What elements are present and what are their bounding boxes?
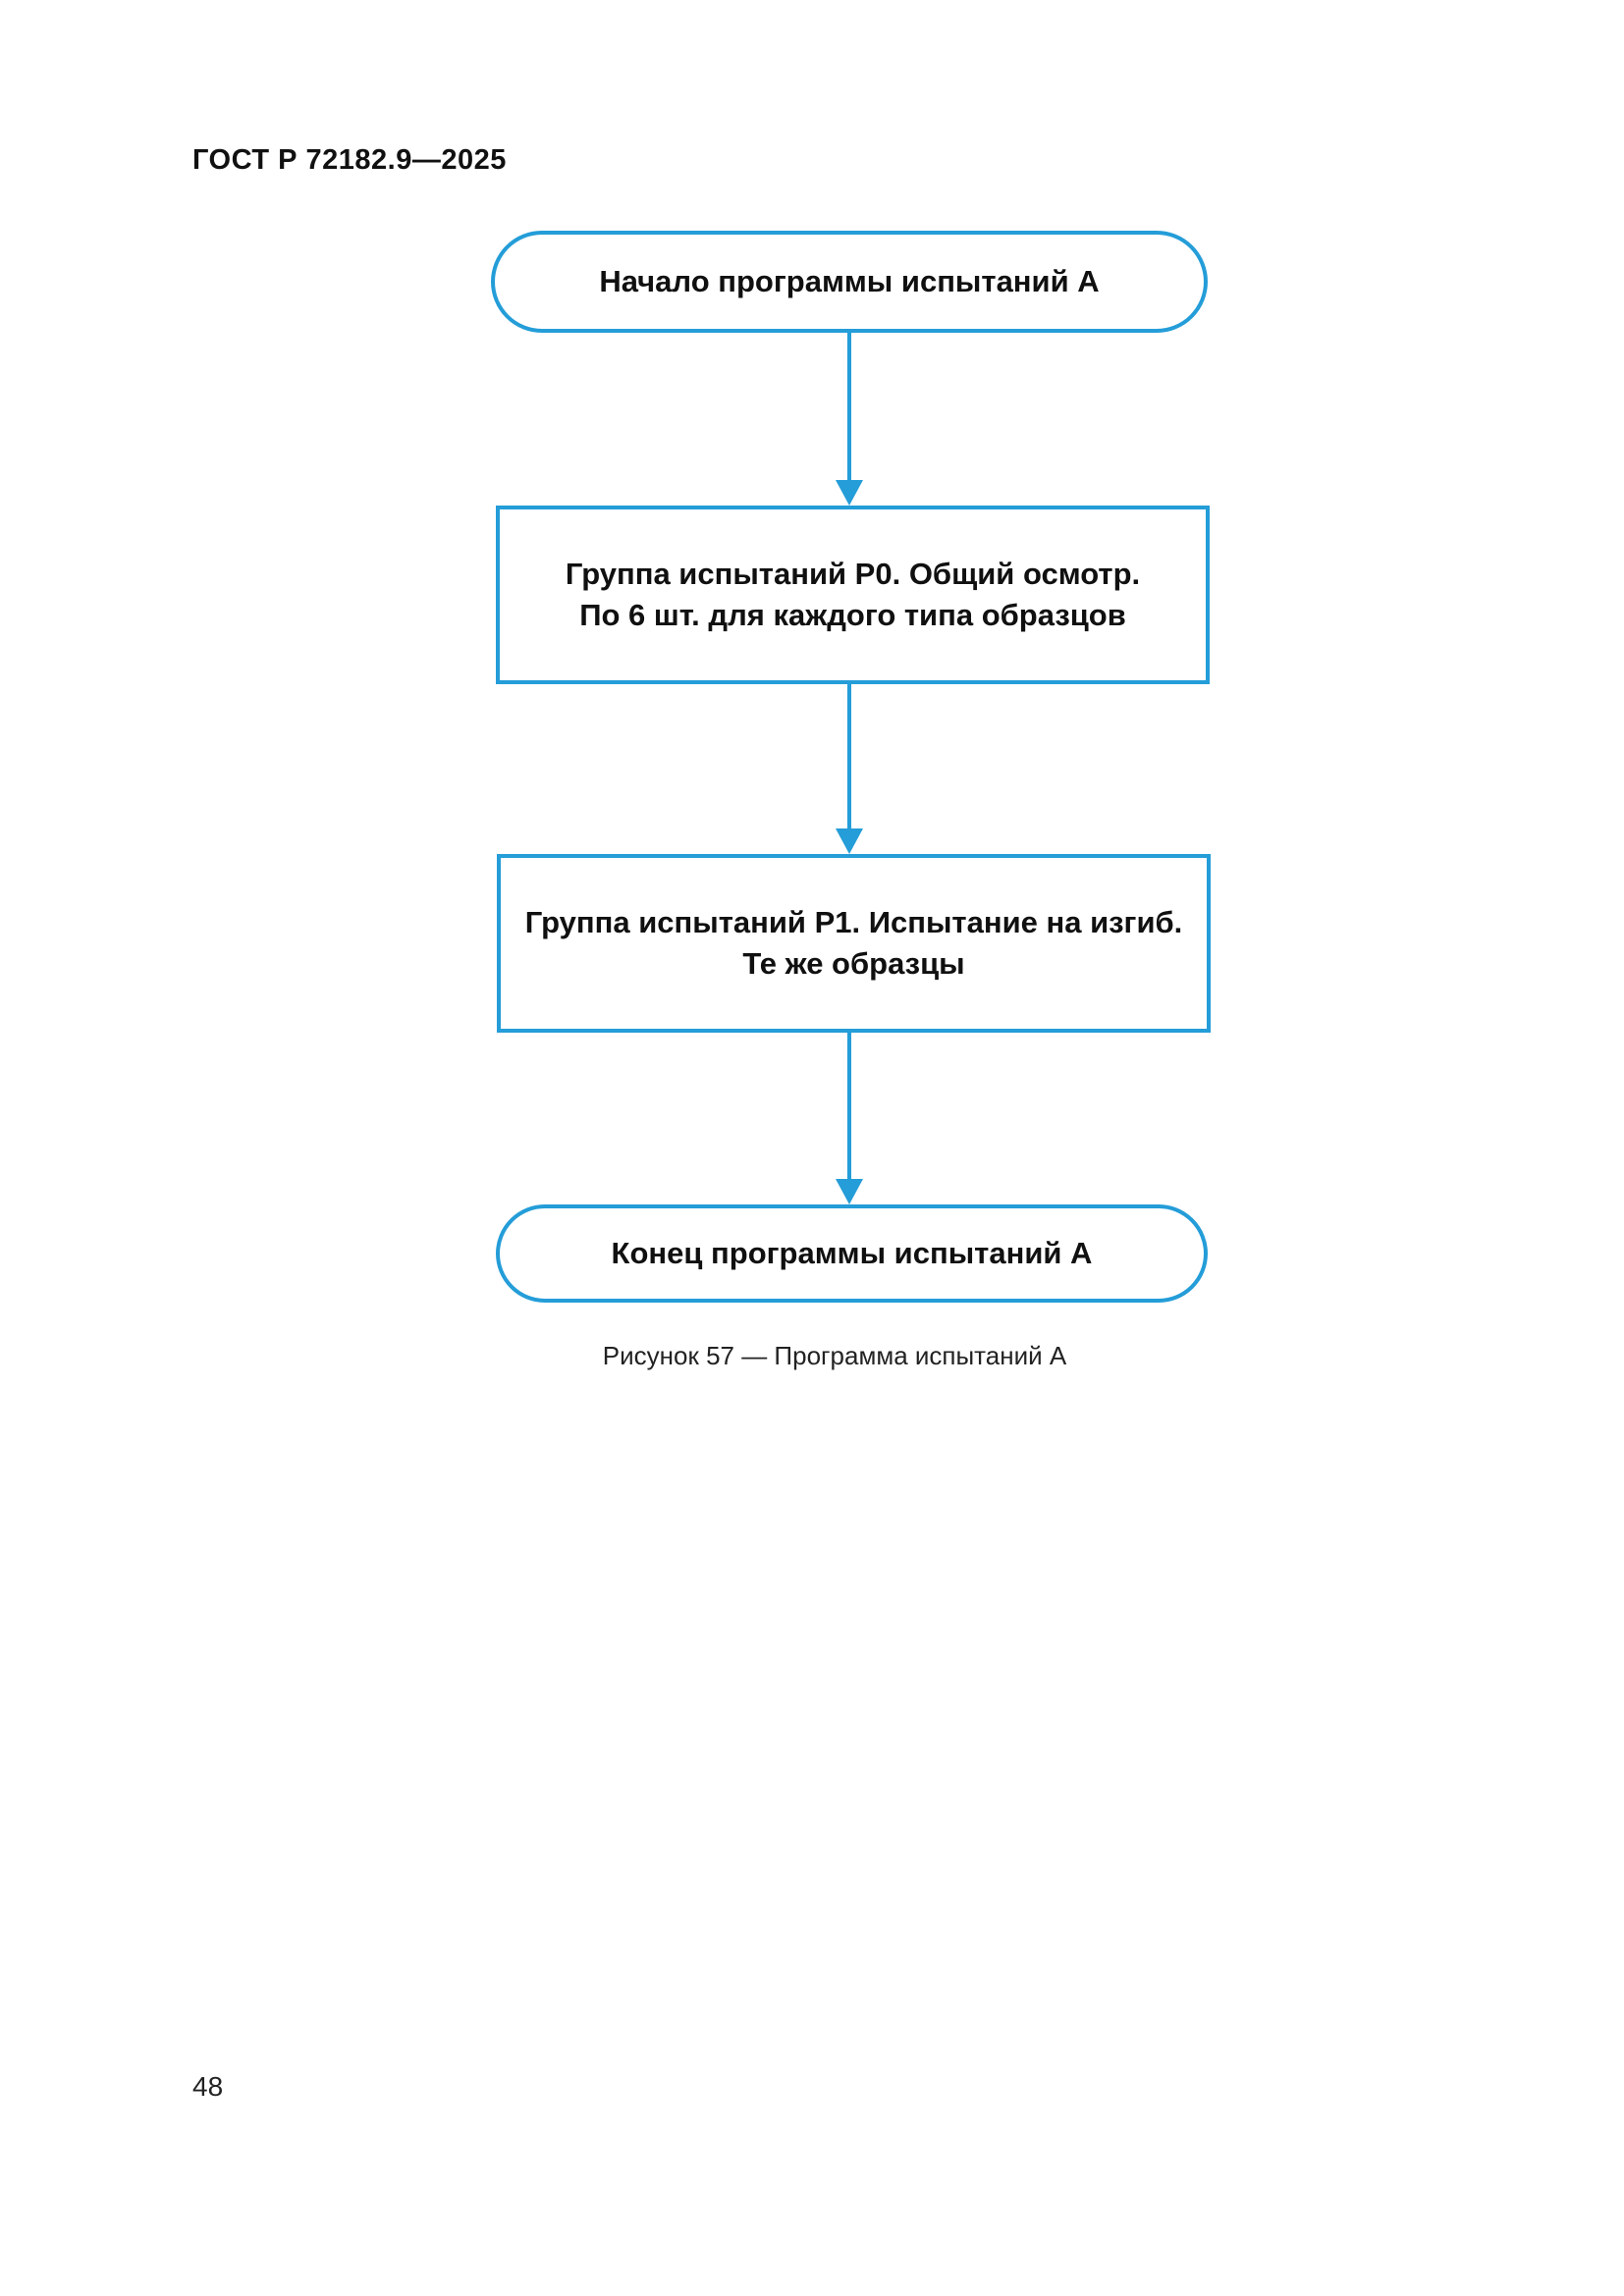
flowchart-figure: Начало программы испытаний А Группа испы…	[491, 231, 1211, 1370]
flow-arrow-1	[836, 332, 863, 506]
arrow-shaft	[847, 1033, 851, 1181]
flow-arrow-2	[836, 684, 863, 854]
node-label-line2: Те же образцы	[742, 946, 965, 981]
node-label-line1: Группа испытаний Р0. Общий осмотр.	[565, 557, 1141, 591]
node-label-line2: По 6 шт. для каждого типа образцов	[579, 598, 1126, 632]
node-label: Конец программы испытаний А	[611, 1236, 1093, 1270]
flow-arrow-3	[836, 1033, 863, 1204]
arrow-down-icon	[836, 828, 863, 854]
node-label-line1: Группа испытаний Р1. Испытание на изгиб.	[524, 905, 1183, 939]
flowchart-node-end: Конец программы испытаний А	[496, 1204, 1208, 1303]
doc-header: ГОСТ Р 72182.9—2025	[192, 144, 507, 176]
arrow-down-icon	[836, 1179, 863, 1204]
node-label: Начало программы испытаний А	[599, 264, 1100, 298]
page-number: 48	[192, 2071, 224, 2102]
figure-caption: Рисунок 57 — Программа испытаний А	[602, 1341, 1067, 1370]
flowchart-node-start: Начало программы испытаний А	[491, 231, 1208, 333]
flowchart-node-test-group-p0: Группа испытаний Р0. Общий осмотр. По 6 …	[496, 506, 1210, 684]
arrow-shaft	[847, 332, 851, 482]
flowchart-node-test-group-p1: Группа испытаний Р1. Испытание на изгиб.…	[497, 854, 1211, 1033]
arrow-down-icon	[836, 480, 863, 506]
arrow-shaft	[847, 684, 851, 830]
